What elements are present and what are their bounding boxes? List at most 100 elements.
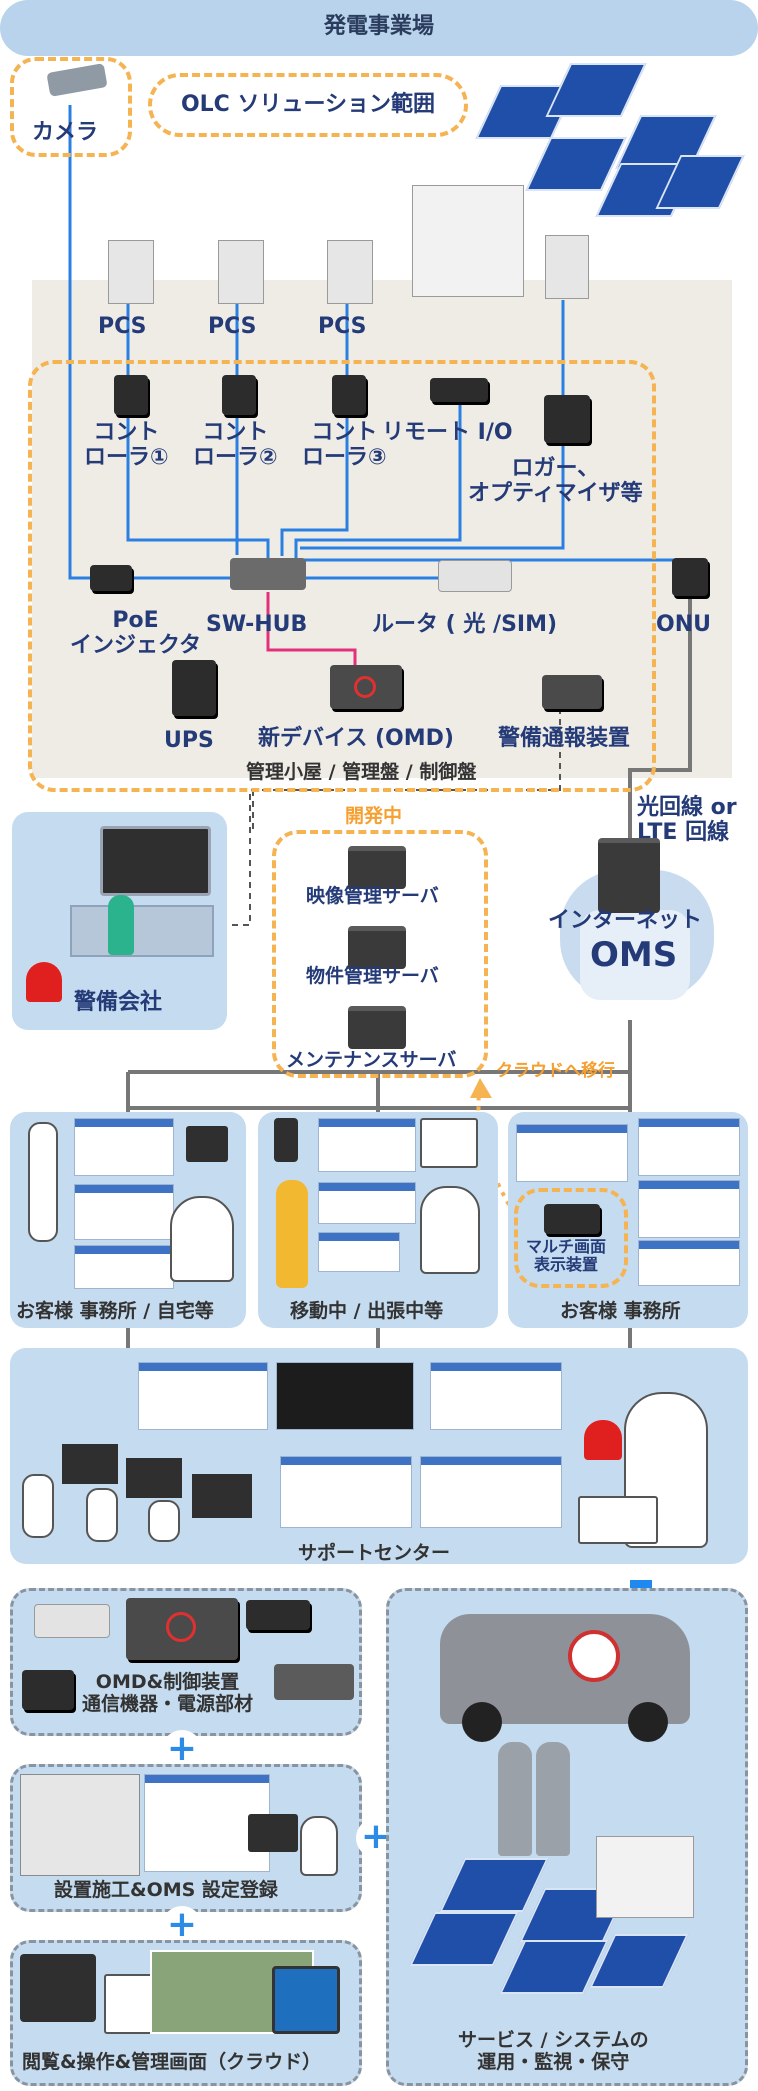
router-icon [438, 560, 512, 592]
security-company-label: 警備会社 [74, 990, 163, 1015]
onu-label: ONU [656, 612, 711, 637]
person-icon [170, 1196, 234, 1282]
video-server-label: 映像管理サーバ [306, 885, 439, 907]
pcs-unit-icon [218, 240, 264, 304]
olc-range-label: OLC ソリューション範囲 [180, 92, 436, 117]
dashboard-screenshot [138, 1362, 268, 1430]
pcs-label: PCS [208, 314, 257, 339]
laptop-icon [420, 1118, 478, 1168]
dashboard-screenshot [74, 1184, 174, 1240]
enclosure-caption: 管理小屋 / 管理盤 / 制御盤 [246, 761, 477, 783]
pcs-unit-icon [108, 240, 154, 304]
support-center-label: サポートセンター [298, 1542, 451, 1564]
plus-icon: + [162, 1730, 202, 1770]
dashboard-screenshot [638, 1118, 740, 1176]
person-icon [300, 1816, 338, 1876]
omd-logo-icon [354, 676, 376, 698]
alarm-device-icon [542, 675, 602, 709]
operator-desk-icon [70, 905, 214, 957]
sw-hub-icon [274, 1664, 354, 1700]
battery-cabinet-icon [596, 1836, 694, 1918]
customer-office-home-label: お客様 事務所 / 自宅等 [16, 1300, 214, 1322]
person-icon [276, 1180, 308, 1288]
technician-icon [536, 1742, 570, 1856]
person-icon [420, 1186, 480, 1274]
service-ops-label: サービス / システムの 運用・監視・保守 [458, 2029, 649, 2073]
remote-io-icon [430, 378, 488, 402]
battery-cabinet-icon [412, 185, 524, 297]
alarm-light-icon [584, 1420, 622, 1460]
dashboard-screenshot [74, 1245, 174, 1289]
omd-label: 新デバイス (OMD) [258, 726, 454, 751]
oms-server-icon [598, 838, 660, 913]
modem-icon [246, 1600, 310, 1630]
camera-zone [10, 57, 132, 157]
pcs-unit-icon [545, 235, 589, 299]
dashboard-screenshot [638, 1240, 740, 1286]
adapter-icon [22, 1670, 74, 1710]
ups-icon [172, 660, 216, 716]
enclosure-zone [28, 360, 656, 792]
ups-label: UPS [164, 728, 214, 753]
dashboard-screenshot [430, 1362, 562, 1430]
property-server-label: 物件管理サーバ [306, 965, 439, 987]
customer-office-label: お客様 事務所 [560, 1300, 681, 1322]
camera-label: カメラ [32, 120, 99, 145]
technician-icon [498, 1742, 532, 1856]
dashboard-screenshot [420, 1456, 562, 1528]
controller-icon [222, 375, 256, 415]
property-server-icon [348, 926, 406, 969]
controller-2-label: コント ローラ② [193, 420, 278, 471]
dashboard-screenshot [318, 1232, 400, 1272]
oms-label: OMS [590, 935, 678, 975]
developing-label: 開発中 [345, 805, 403, 827]
operators-icon [22, 1438, 262, 1542]
alarm-light-icon [26, 962, 62, 1002]
control-cabinet-photo [20, 1774, 140, 1876]
router-label: ルータ ( 光 /SIM) [372, 612, 558, 637]
video-server-icon [348, 846, 406, 889]
dashboard-screenshot [280, 1456, 412, 1528]
omd-logo-icon [166, 1612, 196, 1642]
dashboard-screenshot [638, 1180, 740, 1238]
tablet-icon [274, 1118, 298, 1162]
support-person-icon [624, 1392, 708, 1548]
router-icon [34, 1604, 110, 1638]
sw-hub-icon [230, 558, 306, 590]
pcs-label: PCS [318, 314, 367, 339]
tablet-icon [272, 1966, 340, 2034]
controller-1-label: コント ローラ① [84, 420, 169, 471]
controller-icon [114, 375, 148, 415]
dashboard-screenshot [74, 1118, 174, 1176]
multi-screen-label: マルチ画面 表示装置 [526, 1237, 607, 1275]
multi-screen-zone [514, 1188, 628, 1288]
mobile-label: 移動中 / 出張中等 [290, 1300, 444, 1322]
desktop-monitor-icon [20, 1954, 96, 2022]
dashboard-screenshot [516, 1124, 628, 1182]
dashboard-screenshot [318, 1118, 416, 1172]
wheel-icon [462, 1702, 502, 1742]
remote-io-label: リモート I/O [382, 420, 513, 445]
monitor-icon [248, 1814, 298, 1852]
wheel-icon [628, 1702, 668, 1742]
van-logo-icon [568, 1630, 620, 1682]
poe-label: PoE インジェクタ [70, 608, 202, 659]
multi-screen-device-icon [544, 1204, 600, 1234]
developing-zone [272, 830, 488, 1078]
plus-icon: + [162, 1906, 202, 1946]
pcs-label: PCS [98, 314, 147, 339]
title-bar [0, 0, 758, 56]
controller-3-label: コント ローラ③ [302, 420, 387, 471]
dashboard-screenshot [318, 1182, 416, 1224]
laptop-icon [578, 1496, 658, 1544]
page-title: 発電事業場 [323, 14, 434, 39]
sw-hub-label: SW-HUB [206, 612, 308, 637]
pcs-unit-icon [327, 240, 373, 304]
monitor-wall-icon [100, 826, 211, 896]
maintenance-server-label: メンテナンスサーバ [286, 1049, 457, 1071]
operator-icon [108, 895, 134, 955]
person-icon [28, 1122, 58, 1242]
omd-control-label: OMD&制御装置 通信機器・電源部材 [82, 1671, 254, 1715]
internet-label: インターネット [548, 908, 703, 933]
poe-injector-icon [90, 565, 132, 591]
